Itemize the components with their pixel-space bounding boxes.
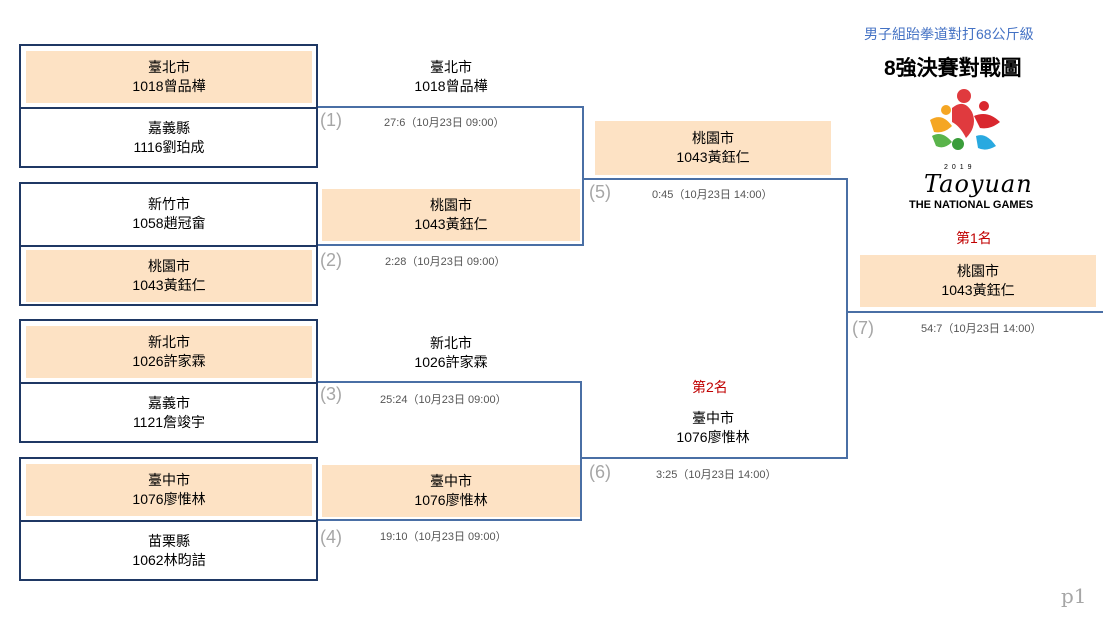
player-city: 苗栗縣 bbox=[148, 533, 190, 549]
match-number-3: (3) bbox=[320, 384, 342, 404]
match-score-7: 54:7（10月23日 14:00） bbox=[921, 323, 1042, 335]
player-name: 1116劉珀成 bbox=[133, 139, 205, 155]
player-city: 嘉義縣 bbox=[148, 120, 190, 136]
second-place-label: 第2名 bbox=[692, 379, 728, 395]
match-score-3: 25:24（10月23日 09:00） bbox=[380, 394, 507, 406]
match-score-6: 3:25（10月23日 14:00） bbox=[656, 469, 777, 481]
r1-slot-4: 桃園市 1043黃鈺仁 bbox=[26, 250, 312, 302]
match-number-6: (6) bbox=[589, 462, 611, 482]
player-city: 臺北市 bbox=[430, 59, 472, 75]
player-name: 1018曾品樺 bbox=[414, 78, 488, 94]
player-name: 1026許家霖 bbox=[132, 353, 206, 369]
r1-slot-2: 嘉義縣 1116劉珀成 bbox=[26, 113, 312, 163]
player-city: 桃園市 bbox=[148, 258, 190, 274]
r1-slot-6: 嘉義市 1121詹竣宇 bbox=[26, 388, 312, 438]
player-city: 桃園市 bbox=[957, 263, 999, 279]
page-number: p1 bbox=[1061, 584, 1087, 608]
r2-slot-4: 臺中市 1076廖惟林 bbox=[322, 465, 580, 517]
player-city: 臺中市 bbox=[148, 472, 190, 488]
player-city: 桃園市 bbox=[692, 130, 734, 146]
r1-slot-7: 臺中市 1076廖惟林 bbox=[26, 464, 312, 516]
match-score-4: 19:10（10月23日 09:00） bbox=[380, 531, 507, 543]
r1-slot-3: 新竹市 1058趙冠畲 bbox=[26, 189, 312, 239]
player-city: 新竹市 bbox=[148, 196, 190, 212]
bracket-title: 8強決賽對戰圖 bbox=[884, 57, 1022, 80]
player-name: 1043黃鈺仁 bbox=[941, 282, 1015, 298]
match-number-7: (7) bbox=[852, 318, 874, 338]
player-name: 1076廖惟林 bbox=[132, 491, 206, 507]
match-score-1: 27:6（10月23日 09:00） bbox=[384, 117, 505, 129]
r1-slot-1: 臺北市 1018曾品樺 bbox=[26, 51, 312, 103]
r2-slot-2: 桃園市 1043黃鈺仁 bbox=[322, 189, 580, 241]
player-city: 新北市 bbox=[148, 334, 190, 350]
player-city: 臺中市 bbox=[430, 473, 472, 489]
logo-subtitle: THE NATIONAL GAMES bbox=[909, 199, 1034, 211]
player-city: 桃園市 bbox=[430, 197, 472, 213]
player-name: 1058趙冠畲 bbox=[132, 215, 206, 231]
player-city: 臺北市 bbox=[148, 59, 190, 75]
match-number-4: (4) bbox=[320, 527, 342, 547]
r1-slot-8: 苗栗縣 1062林昀詰 bbox=[26, 526, 312, 576]
r3-slot-1: 桃園市 1043黃鈺仁 bbox=[595, 121, 831, 175]
player-name: 1121詹竣宇 bbox=[132, 414, 206, 430]
r2-slot-3: 新北市 1026許家霖 bbox=[322, 328, 580, 378]
national-games-logo: 2019 bbox=[922, 86, 1006, 171]
player-city: 臺中市 bbox=[692, 410, 734, 426]
player-name: 1043黃鈺仁 bbox=[676, 149, 750, 165]
player-name: 1026許家霖 bbox=[414, 354, 488, 370]
match-number-1: (1) bbox=[320, 110, 342, 130]
match-number-5: (5) bbox=[589, 182, 611, 202]
first-place-label: 第1名 bbox=[956, 230, 992, 246]
r3-slot-2: 臺中市 1076廖惟林 bbox=[595, 402, 831, 454]
player-name: 1043黃鈺仁 bbox=[132, 277, 206, 293]
player-name: 1043黃鈺仁 bbox=[414, 216, 488, 232]
player-name: 1076廖惟林 bbox=[676, 429, 750, 445]
logo-year: 2019 bbox=[944, 164, 976, 171]
match-score-5: 0:45（10月23日 14:00） bbox=[652, 189, 773, 201]
player-city: 新北市 bbox=[430, 335, 472, 351]
player-name: 1076廖惟林 bbox=[414, 492, 488, 508]
logo-wordmark: Taoyuan bbox=[924, 170, 1033, 198]
r2-slot-1: 臺北市 1018曾品樺 bbox=[322, 52, 580, 102]
player-name: 1018曾品樺 bbox=[132, 78, 206, 94]
r1-slot-5: 新北市 1026許家霖 bbox=[26, 326, 312, 378]
event-title: 男子組跆拳道對打68公斤級 bbox=[864, 26, 1034, 42]
player-name: 1062林昀詰 bbox=[132, 552, 206, 568]
player-city: 嘉義市 bbox=[148, 395, 190, 411]
logo-figures-icon bbox=[930, 89, 1000, 150]
champion-slot: 桃園市 1043黃鈺仁 bbox=[860, 255, 1096, 307]
match-score-2: 2:28（10月23日 09:00） bbox=[385, 256, 506, 268]
match-number-2: (2) bbox=[320, 250, 342, 270]
